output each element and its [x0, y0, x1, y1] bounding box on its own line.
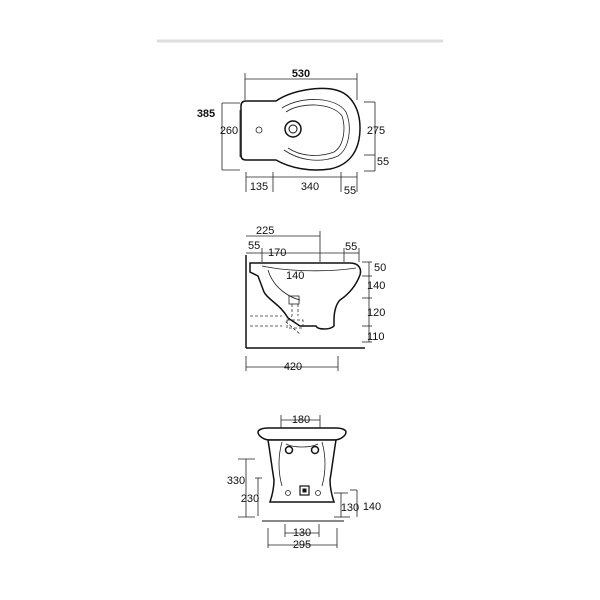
- dim-rim-left: 55: [248, 240, 260, 252]
- bowl-inner-outline-2: [285, 104, 345, 156]
- dim-left-segment: 135: [250, 181, 268, 193]
- tap-hole: [255, 126, 263, 134]
- fixing-hole-right: [310, 445, 320, 455]
- dim-height-waste: 120: [367, 307, 385, 319]
- bowl-inner-outline: [281, 99, 350, 161]
- dim-front-bottom-inner: 130: [293, 527, 311, 539]
- waste-outlet-inner: [302, 488, 307, 493]
- front-view: 180 330 230 130 140 130 295: [227, 414, 381, 551]
- dim-front-bottom-outer: 295: [293, 539, 311, 551]
- dim-front-top-width: 180: [292, 414, 310, 426]
- dim-overall-depth: 385: [197, 108, 215, 120]
- front-rim: [257, 427, 347, 441]
- dim-bowl-depth: 140: [286, 270, 304, 282]
- side-bowl-inner: [267, 269, 301, 301]
- dim-front-right-outer: 140: [363, 501, 381, 513]
- dim-front-height-total: 330: [227, 475, 245, 487]
- side-profile: [249, 262, 362, 330]
- dim-height-floor: 110: [367, 331, 385, 343]
- drain-inner: [288, 124, 298, 134]
- front-body: [267, 439, 337, 503]
- fixing-hole-left: [284, 445, 294, 455]
- waste-pipe: [250, 304, 301, 335]
- dim-rim-span: 170: [268, 247, 286, 259]
- dim-height-bowl: 140: [367, 280, 385, 292]
- dim-right-segment: 55: [344, 185, 356, 197]
- dim-rim-right: 55: [345, 241, 357, 253]
- side-rim-detail: [261, 265, 357, 272]
- dim-right-depth: 275: [367, 125, 385, 137]
- dim-side-top-width: 225: [256, 225, 274, 237]
- dim-right-offset: 55: [377, 156, 389, 168]
- dim-front-height-inlet: 230: [241, 493, 259, 505]
- side-view: 225 55 170 55 140 50 140 120 110 420: [245, 225, 386, 373]
- dim-front-right-inner: 130: [341, 502, 359, 514]
- top-view: 530 385 260 275 55 135 340 55: [197, 68, 389, 197]
- dim-inner-depth: 260: [220, 125, 238, 137]
- dim-width: 530: [292, 68, 310, 80]
- dim-middle-segment: 340: [301, 181, 319, 193]
- dim-side-bottom-width: 420: [284, 361, 302, 373]
- front-inner-arch: [285, 443, 319, 448]
- waste-connector: [286, 319, 304, 329]
- dim-height-rim: 50: [374, 262, 386, 274]
- floor-bolt-right: [315, 490, 321, 496]
- front-inner-right: [321, 441, 326, 487]
- floor-bolt-left: [285, 490, 291, 496]
- front-inner-left: [278, 441, 283, 487]
- waste-trap: [288, 295, 300, 305]
